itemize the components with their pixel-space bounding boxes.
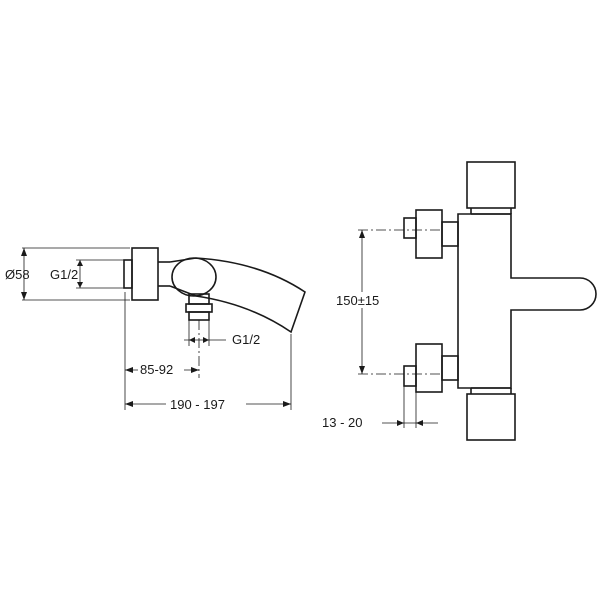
top-control-knob (466, 161, 516, 209)
diameter-label: Ø58 (5, 267, 30, 282)
lower-inlet-stub (403, 365, 417, 387)
lower-connection-nut (415, 343, 443, 393)
bottom-control-knob (466, 393, 516, 441)
outlet-thread-label: G1/2 (232, 332, 260, 347)
side-view: Ø58 G1/2 G1/2 85-92 190 - 197 (5, 247, 306, 412)
upper-connection-nut (415, 209, 443, 259)
lower-connector-thread (188, 311, 210, 321)
center-distance-label: 150±15 (336, 293, 379, 308)
depth-range-label: 85-92 (140, 362, 173, 377)
overall-length-label: 190 - 197 (170, 397, 225, 412)
diverter-knob (171, 257, 217, 297)
upper-inlet-stub (403, 217, 417, 239)
inlet-thread-label: G1/2 (50, 267, 78, 282)
mixer-body (457, 213, 597, 389)
spout (169, 257, 306, 334)
front-view: 150±15 13 - 20 (322, 161, 597, 441)
wall-offset-label: 13 - 20 (322, 415, 362, 430)
wall-connector (123, 259, 133, 289)
mounting-body (131, 247, 159, 301)
